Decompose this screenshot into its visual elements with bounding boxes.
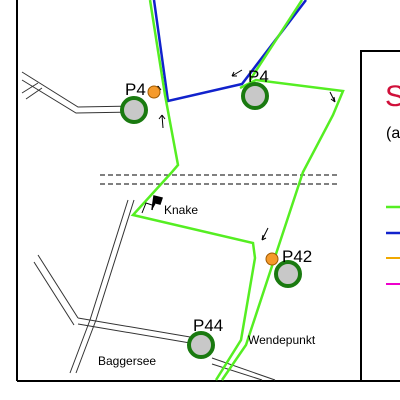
route-green (130, 0, 257, 381)
stop-label: P44 (193, 316, 223, 335)
road-bottom-right (211, 357, 276, 381)
arrow-icon (231, 69, 243, 77)
arrow-icon (158, 114, 166, 129)
road-lower-diagonal (69, 199, 129, 374)
legend-title: S (385, 80, 400, 113)
legend-subtitle: (a (386, 125, 400, 142)
road-upper-left (21, 71, 133, 108)
turn-arrows (141, 69, 336, 241)
arrow-icon (141, 202, 153, 214)
flag-icon (151, 195, 163, 211)
stop-label: P4 (125, 80, 146, 99)
stop-label: P4 (248, 67, 269, 86)
stop-marker-p4-left[interactable]: P4 (120, 80, 148, 124)
stop-marker-p42[interactable]: P42 (274, 247, 312, 288)
roads (21, 71, 276, 381)
place-label-baggersee: Baggersee (98, 354, 156, 368)
route-blue (152, 0, 307, 103)
road-left-spur (37, 254, 79, 319)
orange-dot-icon (265, 252, 279, 266)
legend-panel: S (a (360, 50, 400, 382)
stop-marker-p4-right[interactable]: P4 (241, 67, 269, 110)
route-green-north (248, 0, 304, 81)
map-frame (16, 0, 400, 382)
arrow-icon (329, 91, 336, 103)
route-green-east (220, 78, 345, 381)
arrow-icon (261, 227, 269, 241)
stop-label: P42 (282, 247, 312, 266)
orange-dot-icon (147, 85, 161, 99)
road-bottom (77, 317, 197, 339)
road-branch-left (21, 82, 39, 94)
place-label-knake: Knake (164, 203, 198, 217)
stop-marker-p44[interactable]: P44 (187, 316, 223, 359)
place-label-wendepunkt: Wendepunkt (248, 333, 316, 347)
